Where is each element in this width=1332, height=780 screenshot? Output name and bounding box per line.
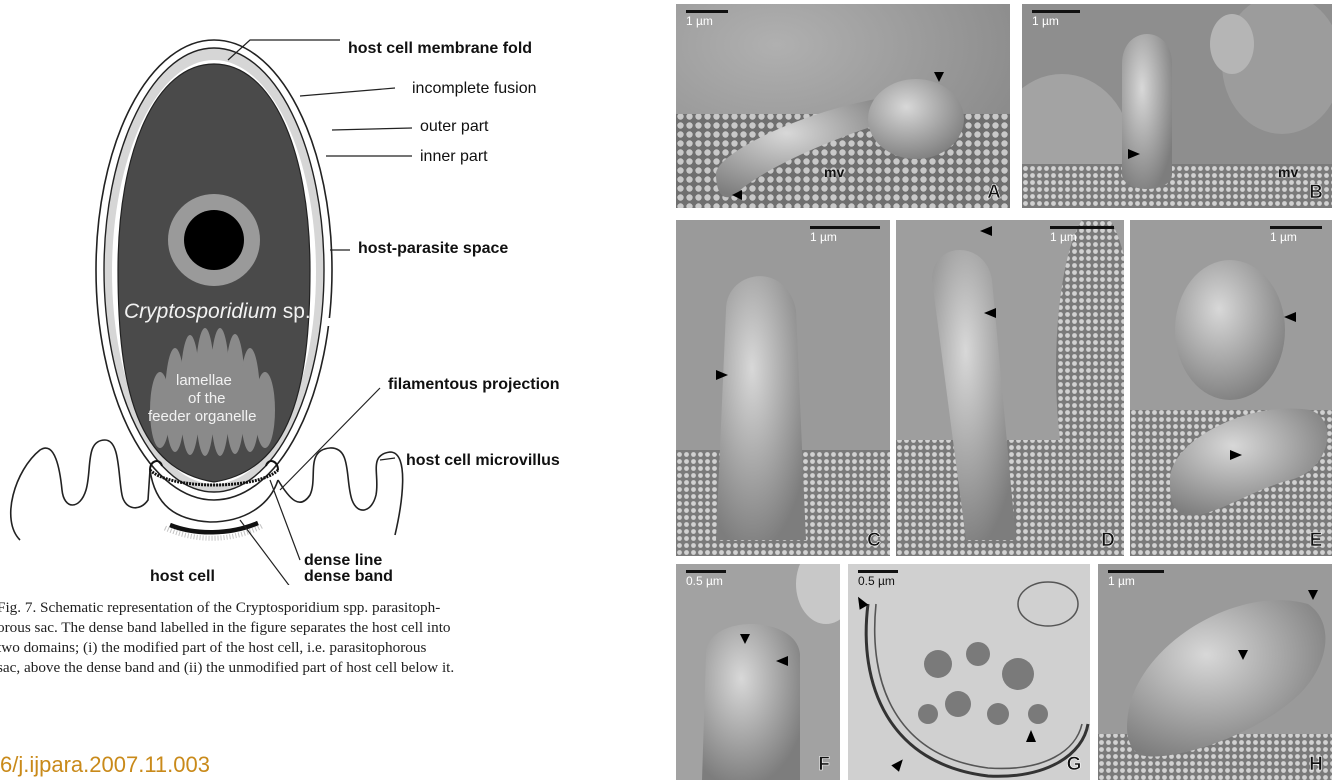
micrograph-panel-f: 0.5 µm F (676, 564, 840, 780)
schematic-figure: host cell membrane fold incomplete fusio… (0, 0, 640, 585)
micrograph-panel-a: 1 µm mv A (676, 4, 1010, 208)
nucleus-core (184, 210, 244, 270)
label-dense-band: dense band (304, 568, 393, 586)
label-outer-part: outer part (420, 118, 488, 136)
sem-image-h (1098, 564, 1332, 780)
arrowhead-b1 (1128, 149, 1140, 159)
arrowhead-d1 (980, 226, 992, 236)
label-host-cell-microvillus: host cell microvillus (406, 452, 560, 470)
micrograph-panel-e: 1 µm E (1130, 220, 1332, 556)
label-filamentous-projection: filamentous projection (388, 376, 560, 394)
scale-bar-h: 1 µm (1108, 570, 1164, 588)
microvilli-label-a: mv (824, 164, 844, 180)
panel-letter-d: D (1098, 530, 1118, 552)
micrograph-panel-g: 0.5 µm G (848, 564, 1090, 780)
micrograph-panel-d: 1 µm D (896, 220, 1124, 556)
label-host-parasite-space: host-parasite space (358, 240, 508, 258)
parasitophorous-sac-diagram (0, 0, 640, 585)
sem-image-f (676, 564, 840, 780)
micrograph-panel-h: 1 µm H (1098, 564, 1332, 780)
panel-letter-h: H (1306, 754, 1326, 776)
micrograph-panel-b: 1 µm mv B (1022, 4, 1332, 208)
arrowhead-a1 (934, 72, 944, 82)
panel-letter-c: C (864, 530, 884, 552)
label-lamellae-2: of the (188, 390, 226, 407)
tem-image-g (848, 564, 1090, 780)
arrowhead-g2 (1026, 730, 1036, 742)
panel-letter-b: B (1306, 182, 1326, 204)
arrowhead-f1 (740, 634, 750, 644)
arrowhead-c1 (716, 370, 728, 380)
host-cell-membrane-outline (11, 440, 150, 540)
label-incomplete-fusion: incomplete fusion (412, 80, 537, 98)
scale-bar-c: 1 µm (810, 226, 880, 244)
scale-bar-e: 1 µm (1270, 226, 1322, 244)
arrowhead-e1 (1284, 312, 1296, 322)
scale-bar-g: 0.5 µm (858, 570, 898, 588)
doi-link[interactable]: 6/j.ijpara.2007.11.003 (0, 752, 210, 778)
scale-bar-d: 1 µm (1050, 226, 1114, 244)
label-host-cell-membrane-fold: host cell membrane fold (348, 40, 532, 58)
label-inner-part: inner part (420, 148, 488, 166)
caption-line-4: sac, above the dense band and (ii) the u… (0, 658, 620, 678)
label-parasite-name: Cryptosporidium sp. (124, 300, 311, 324)
caption-line-3: two domains; (i) the modified part of th… (0, 638, 620, 658)
figure-caption: Fig. 7. Schematic representation of the … (0, 598, 620, 678)
panel-letter-g: G (1064, 754, 1084, 776)
label-lamellae-3: feeder organelle (148, 408, 256, 425)
caption-line-2: orous sac. The dense band labelled in th… (0, 618, 620, 638)
scale-bar-a: 1 µm (686, 10, 728, 28)
sem-image-d (896, 220, 1124, 556)
arrowhead-h1 (1308, 590, 1318, 600)
arrowhead-a2 (732, 190, 742, 200)
label-lamellae-1: lamellae (176, 372, 232, 389)
sem-image-c (676, 220, 890, 556)
micrograph-panel-c: 1 µm C (676, 220, 890, 556)
panel-letter-f: F (814, 754, 834, 776)
caption-line-1: Fig. 7. Schematic representation of the … (0, 598, 620, 618)
panel-letter-e: E (1306, 530, 1326, 552)
scale-bar-f: 0.5 µm (686, 570, 726, 588)
dense-band (170, 523, 258, 532)
arrowhead-d2 (984, 308, 996, 318)
panel-letter-a: A (984, 182, 1004, 204)
arrowhead-h2 (1238, 650, 1248, 660)
host-cell-membrane-right (278, 448, 403, 535)
scale-bar-b: 1 µm (1032, 10, 1080, 28)
label-host-cell: host cell (150, 568, 215, 586)
arrowhead-f2 (776, 656, 788, 666)
sem-image-e (1130, 220, 1332, 556)
arrowhead-e2 (1230, 450, 1242, 460)
microvilli-label-b: mv (1278, 164, 1298, 180)
